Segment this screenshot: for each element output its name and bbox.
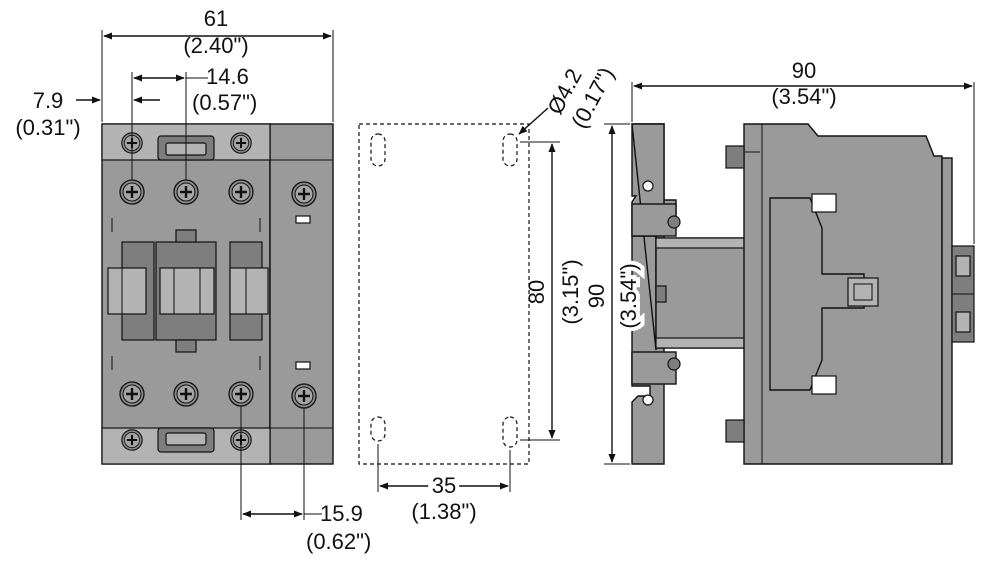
template-outline — [358, 123, 530, 465]
mounting-hole — [502, 416, 518, 448]
mounting-hole — [370, 416, 386, 442]
edge-offset-in: (0.31") — [15, 115, 80, 140]
hole-vertical-in: (3.15") — [558, 259, 583, 324]
screw-icon — [227, 380, 255, 408]
contact-window — [107, 267, 147, 315]
screw-icon — [120, 428, 144, 452]
screw-icon — [290, 382, 318, 410]
hole-vertical-mm: 80 — [524, 280, 549, 304]
side-height-in: (3.54") — [616, 263, 641, 328]
screw-icon — [227, 178, 255, 206]
screw-icon — [290, 180, 318, 208]
side-depth-in: (3.54") — [771, 84, 836, 109]
side-depth-mm: 90 — [792, 58, 816, 83]
pitch-in: (0.57") — [192, 90, 257, 115]
contact-window — [159, 267, 215, 315]
screw-icon — [172, 380, 200, 408]
contact-window — [229, 267, 269, 315]
hole-horizontal-mm: 35 — [432, 473, 456, 498]
mounting-hole — [370, 133, 386, 167]
front-width-in: (2.40") — [183, 33, 248, 58]
front-dimensions: 61 (2.40") 14.6 (0.57") 7.9 (0.31") 15.9… — [15, 6, 371, 554]
coil-body — [655, 237, 749, 349]
aux-pitch-in: (0.62") — [306, 529, 371, 554]
aux-pitch-mm: 15.9 — [320, 501, 363, 526]
pitch-mm: 14.6 — [206, 64, 249, 89]
screw-icon — [229, 131, 253, 155]
screw-icon — [172, 178, 200, 206]
screw-icon — [118, 178, 146, 206]
front-view — [101, 123, 334, 465]
hole-horizontal-in: (1.38") — [411, 499, 476, 524]
auxiliary-block — [269, 123, 334, 465]
side-view: 90 (3.54") 90 (3.54") — [580, 58, 975, 465]
mounting-template: 80 (3.15") 35 (1.38") Ø4.2 (0.17") — [358, 63, 619, 524]
side-height-mm: 90 — [584, 284, 609, 308]
indicator-window — [847, 277, 879, 307]
edge-offset-mm: 7.9 — [33, 88, 64, 113]
mounting-hole — [502, 133, 518, 167]
screw-icon — [118, 380, 146, 408]
front-width-mm: 61 — [204, 6, 228, 31]
